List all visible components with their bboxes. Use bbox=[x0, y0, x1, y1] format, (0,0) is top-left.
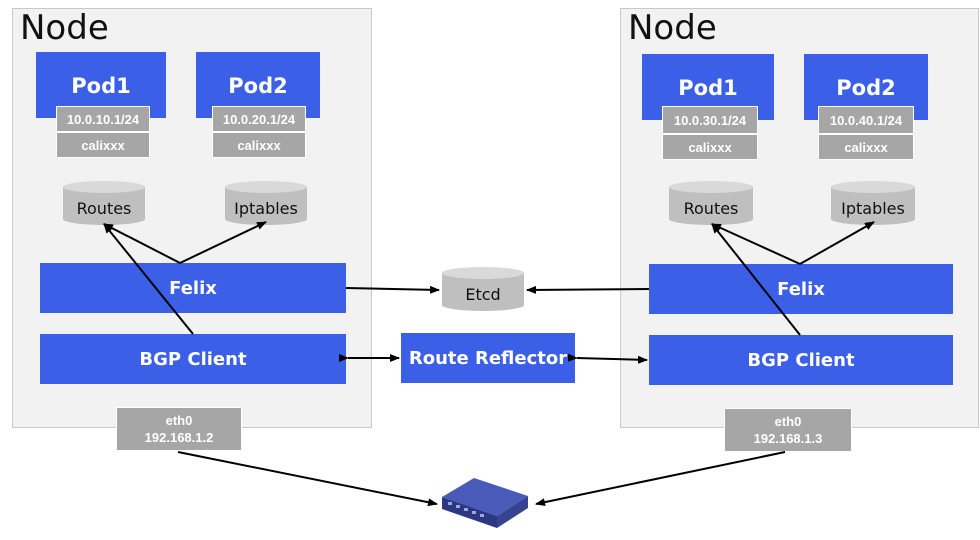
node-left-iptables-label: Iptables bbox=[234, 198, 298, 218]
node-left-routes: Routes bbox=[62, 180, 146, 226]
node-right-felix[interactable]: Felix bbox=[649, 264, 953, 314]
node-right-eth0-name: eth0 bbox=[774, 414, 802, 429]
node-left-bgp-client[interactable]: BGP Client bbox=[40, 334, 346, 384]
right-eth-to-switch-arrow bbox=[535, 451, 786, 507]
node-left-pod1-ip: 10.0.10.1/24 bbox=[56, 106, 150, 132]
network-switch-icon bbox=[442, 478, 528, 528]
right-felix-to-routes-arrow bbox=[711, 223, 801, 265]
node-left-pod1-iface: calixxx bbox=[56, 132, 150, 158]
database-cylinder-icon bbox=[831, 181, 915, 225]
node-left-eth0: eth0 192.168.1.2 bbox=[116, 407, 242, 451]
node-right-pod2-ip: 10.0.40.1/24 bbox=[818, 106, 914, 134]
right-bgp-to-reflector-arrow bbox=[567, 353, 648, 364]
node-left-iptables: Iptables bbox=[224, 180, 308, 226]
etcd-store: Etcd bbox=[441, 266, 525, 312]
right-felix-to-etcd-arrow bbox=[526, 285, 650, 294]
left-bgp-to-routes-arrow bbox=[103, 223, 194, 335]
node-right-pod1-iface: calixxx bbox=[662, 134, 758, 160]
database-cylinder-icon bbox=[669, 181, 753, 225]
node-right-routes-label: Routes bbox=[683, 198, 739, 218]
node-left-eth0-ip: 192.168.1.2 bbox=[144, 430, 214, 445]
node-right-eth0-ip: 192.168.1.3 bbox=[753, 431, 823, 446]
node-left-pod2-iface: calixxx bbox=[212, 132, 306, 158]
node-right-iptables: Iptables bbox=[830, 180, 916, 226]
left-eth-to-switch-arrow bbox=[177, 451, 438, 507]
left-felix-to-iptables-arrow bbox=[179, 221, 267, 264]
node-left-eth0-name: eth0 bbox=[165, 413, 193, 428]
left-felix-to-etcd-arrow bbox=[345, 285, 440, 294]
right-felix-to-iptables-arrow bbox=[799, 221, 875, 265]
node-right-bgp-client[interactable]: BGP Client bbox=[649, 335, 953, 385]
node-left-felix[interactable]: Felix bbox=[40, 263, 346, 313]
node-left-title: Node bbox=[20, 8, 109, 48]
database-cylinder-icon bbox=[442, 267, 524, 311]
node-right-eth0: eth0 192.168.1.3 bbox=[724, 408, 852, 452]
node-left-routes-label: Routes bbox=[76, 198, 132, 218]
database-cylinder-icon bbox=[63, 181, 145, 225]
node-right-iptables-label: Iptables bbox=[841, 198, 905, 218]
node-left-pod2-ip: 10.0.20.1/24 bbox=[212, 106, 306, 132]
database-cylinder-icon bbox=[225, 181, 307, 225]
node-right-pod2-iface: calixxx bbox=[818, 134, 914, 160]
node-right-pod1-ip: 10.0.30.1/24 bbox=[662, 106, 758, 134]
route-reflector[interactable]: Route Reflector bbox=[401, 333, 575, 383]
node-right-title: Node bbox=[628, 8, 717, 48]
right-bgp-to-routes-arrow bbox=[711, 223, 801, 336]
node-right-routes: Routes bbox=[668, 180, 754, 226]
left-felix-to-routes-arrow bbox=[103, 223, 181, 264]
etcd-label: Etcd bbox=[465, 284, 501, 304]
